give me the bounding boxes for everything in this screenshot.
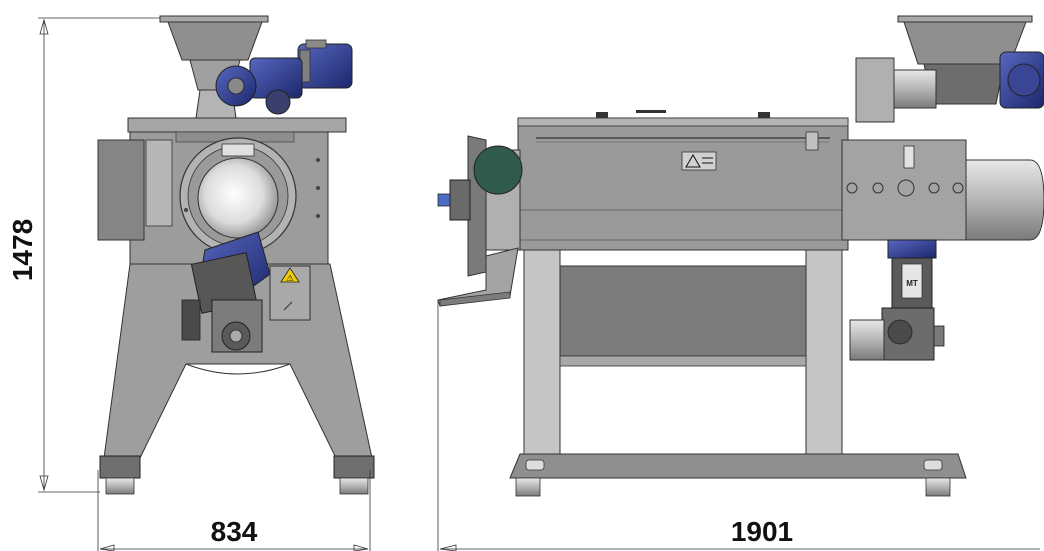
front-main-body xyxy=(97,117,347,265)
dimension-height: 1478 xyxy=(7,17,160,493)
side-drive-motor: MT xyxy=(849,239,945,361)
side-frame xyxy=(509,249,967,497)
front-width-dimension-label: 834 xyxy=(211,516,258,547)
front-view: ⚠ xyxy=(97,15,375,495)
motor-plate-text: MT xyxy=(906,279,918,288)
front-lower-motor xyxy=(181,231,271,353)
dimension-front-width: 834 xyxy=(97,470,371,551)
warning-icon: ⚠ xyxy=(286,273,294,283)
front-warning-panel: ⚠ xyxy=(269,265,311,321)
side-view: MT xyxy=(437,15,1044,497)
side-main-body xyxy=(517,110,1044,251)
dimension-side-length: 1901 xyxy=(437,300,1040,551)
side-left-end xyxy=(437,135,523,307)
side-length-dimension-label: 1901 xyxy=(731,516,793,547)
height-dimension-label: 1478 xyxy=(7,219,38,281)
side-hopper xyxy=(855,15,1044,123)
front-top-motor xyxy=(215,39,353,115)
